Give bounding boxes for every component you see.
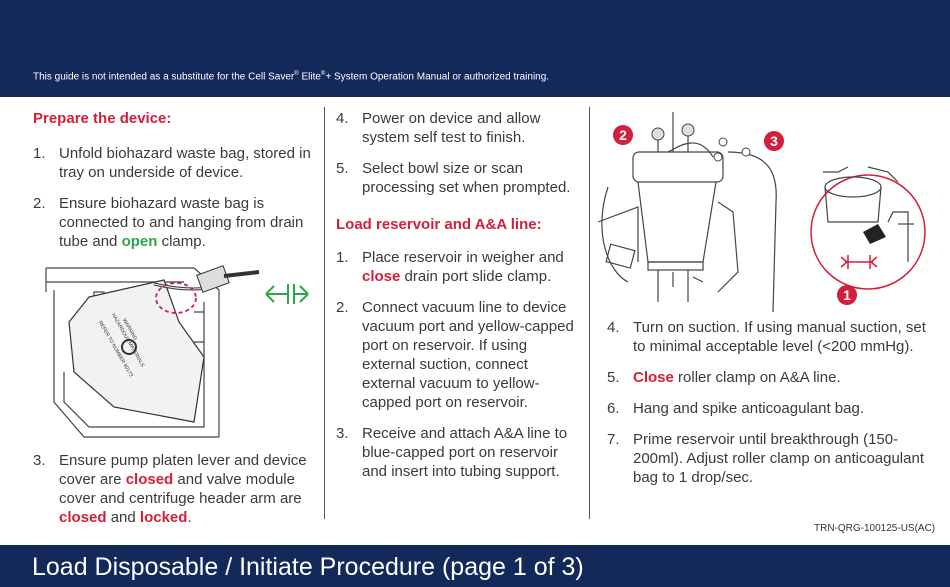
prepare-heading: Prepare the device:	[33, 110, 172, 127]
page-title: Load Disposable / Initiate Procedure (pa…	[32, 553, 584, 581]
callout-2	[613, 125, 633, 145]
list-item: 5. Close roller clamp on A&A line.	[607, 369, 841, 386]
callout-3	[764, 131, 784, 151]
prepare-column: Prepare the device: 1. Unfold biohazard …	[33, 109, 323, 251]
load-heading: Load reservoir and A&A line:	[336, 216, 542, 233]
list-item: 4. Turn on suction. If using manual suct…	[607, 319, 926, 355]
list-item: 7. Prime reservoir until breakthrough (1…	[607, 431, 924, 486]
svg-text:2: 2	[619, 127, 627, 143]
reservoir-illustration: 2 3 1	[598, 112, 926, 312]
load-column: 4. Power on device and allow system self…	[336, 97, 581, 481]
waste-bag-illustration: WARNING HAZARDOUS MATERIALS REFER TO NUM…	[45, 265, 309, 438]
prime-column: 4. Turn on suction. If using manual suct…	[607, 306, 927, 487]
list-item: 2. Connect vacuum line to device vacuum …	[336, 299, 574, 411]
disclaimer-text: This guide is not intended as a substitu…	[33, 71, 550, 83]
list-item: 4. Power on device and allow system self…	[336, 110, 541, 146]
column-divider	[589, 107, 590, 519]
list-item: 3. Ensure pump platen lever and device c…	[33, 452, 307, 526]
svg-text:3: 3	[770, 133, 778, 149]
list-item: 2. Ensure biohazard waste bag is connect…	[33, 195, 304, 250]
pump-step: 3. Ensure pump platen lever and device c…	[33, 439, 323, 527]
list-item: 6. Hang and spike anticoagulant bag.	[607, 400, 865, 417]
svg-text:1: 1	[843, 287, 851, 303]
header-bar: This guide is not intended as a substitu…	[0, 0, 950, 97]
footer-bar: Load Disposable / Initiate Procedure (pa…	[0, 545, 950, 587]
list-item: 1. Place reservoir in weigher and close …	[336, 249, 564, 285]
document-code: TRN-QRG-100125-US(AC)	[814, 523, 936, 534]
callout-1	[837, 285, 857, 305]
list-item: 1. Unfold biohazard waste bag, stored in…	[33, 145, 311, 181]
list-item: 5. Select bowl size or scan processing s…	[336, 160, 571, 196]
list-item: 3. Receive and attach A&A line to blue-c…	[336, 425, 568, 480]
column-divider	[324, 107, 325, 519]
open-clamp-icon	[265, 284, 309, 304]
